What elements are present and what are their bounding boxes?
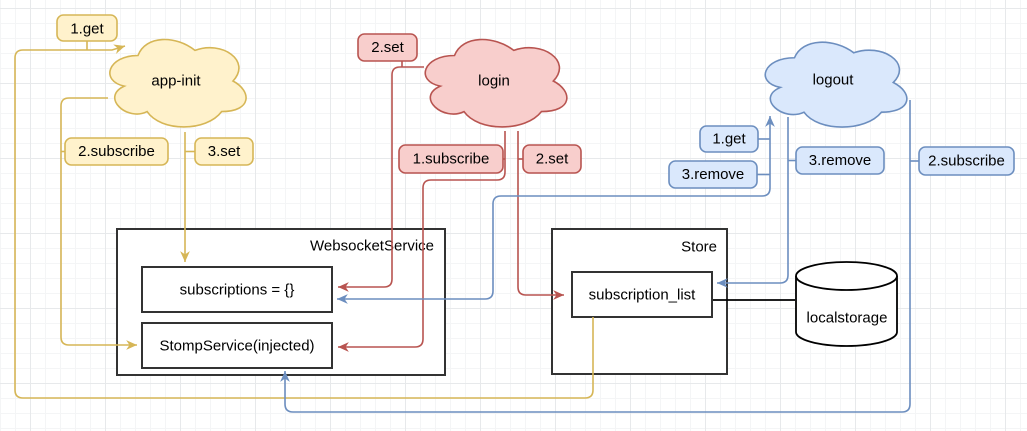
label-chip[interactable] [398, 144, 504, 174]
cloud-shape[interactable] [424, 38, 568, 128]
edge-path[interactable] [14, 44, 594, 399]
label-text: 2.set [371, 39, 404, 56]
label-text: 1.get [712, 131, 746, 148]
label-text: 3.set [208, 143, 241, 160]
label-text: 3.remove [682, 166, 745, 183]
label-appinit-get[interactable]: 1.get [56, 14, 118, 42]
label-text: 2.subscribe [928, 153, 1005, 170]
label-chip[interactable] [56, 14, 118, 42]
label-login-set-subscriptions[interactable]: 2.set [357, 33, 418, 62]
label-chip[interactable] [699, 125, 759, 153]
label-logout-subscribe[interactable]: 2.subscribe [918, 146, 1015, 176]
cloud-logout-label: logout [813, 72, 855, 89]
cylinder-rim [795, 275, 898, 291]
store-title: Store [681, 239, 717, 256]
label-chip[interactable] [194, 137, 254, 166]
label-chip[interactable] [668, 160, 758, 189]
cloud-login[interactable]: login [424, 38, 568, 128]
edge-path[interactable] [717, 117, 789, 288]
edge-logout-get-remove[interactable] [337, 116, 775, 304]
cloud-shape[interactable] [109, 38, 247, 128]
cloud-shape[interactable] [764, 41, 908, 128]
websocket-service-title: WebsocketService [310, 238, 434, 255]
label-text: 2.subscribe [78, 143, 155, 160]
label-logout-get[interactable]: 1.get [699, 125, 759, 153]
label-chip[interactable] [795, 146, 885, 175]
box-subscription-list[interactable]: subscription_list [571, 271, 713, 318]
label-chip[interactable] [522, 144, 582, 174]
edge-appinit-set[interactable] [180, 132, 195, 262]
label-text: 3.remove [809, 152, 872, 169]
subscriptions-box[interactable] [141, 266, 333, 313]
label-chip[interactable] [64, 137, 169, 166]
cloud-app-init-label: app-init [151, 73, 201, 90]
label-text: 1.get [70, 21, 104, 38]
cylinder-body[interactable] [795, 261, 898, 347]
box-stomp-service[interactable]: StompService(injected) [141, 322, 333, 369]
cloud-app-init[interactable]: app-init [109, 38, 247, 128]
edge-appinit-get[interactable] [14, 41, 594, 399]
subscriptions-label: subscriptions = {} [180, 282, 295, 299]
label-chip[interactable] [357, 33, 418, 62]
label-appinit-subscribe[interactable]: 2.subscribe [64, 137, 169, 166]
stomp-service-label: StompService(injected) [159, 338, 314, 355]
edge-logout-remove-store[interactable] [717, 117, 796, 288]
cloud-logout[interactable]: logout [764, 41, 908, 128]
edge-path[interactable] [280, 100, 911, 413]
label-text: 2.set [536, 151, 569, 168]
label-text: 1.subscribe [413, 151, 490, 168]
subscription-list-label: subscription_list [589, 287, 697, 304]
edge-logout-subscribe[interactable] [280, 100, 919, 413]
edge-path[interactable] [60, 97, 137, 350]
label-logout-remove-ws[interactable]: 3.remove [668, 160, 758, 189]
label-login-set-store[interactable]: 2.set [522, 144, 582, 174]
box-subscriptions[interactable]: subscriptions = {} [141, 266, 333, 313]
label-appinit-set[interactable]: 3.set [194, 137, 254, 166]
localstorage-label: localstorage [807, 310, 888, 327]
cylinder-localstorage[interactable]: localstorage [795, 261, 898, 347]
edge-path[interactable] [337, 116, 775, 304]
cloud-login-label: login [478, 73, 510, 90]
label-logout-remove-store[interactable]: 3.remove [795, 146, 885, 175]
label-chip[interactable] [918, 146, 1015, 176]
stomp-service-box[interactable] [141, 322, 333, 369]
label-login-subscribe[interactable]: 1.subscribe [398, 144, 504, 174]
